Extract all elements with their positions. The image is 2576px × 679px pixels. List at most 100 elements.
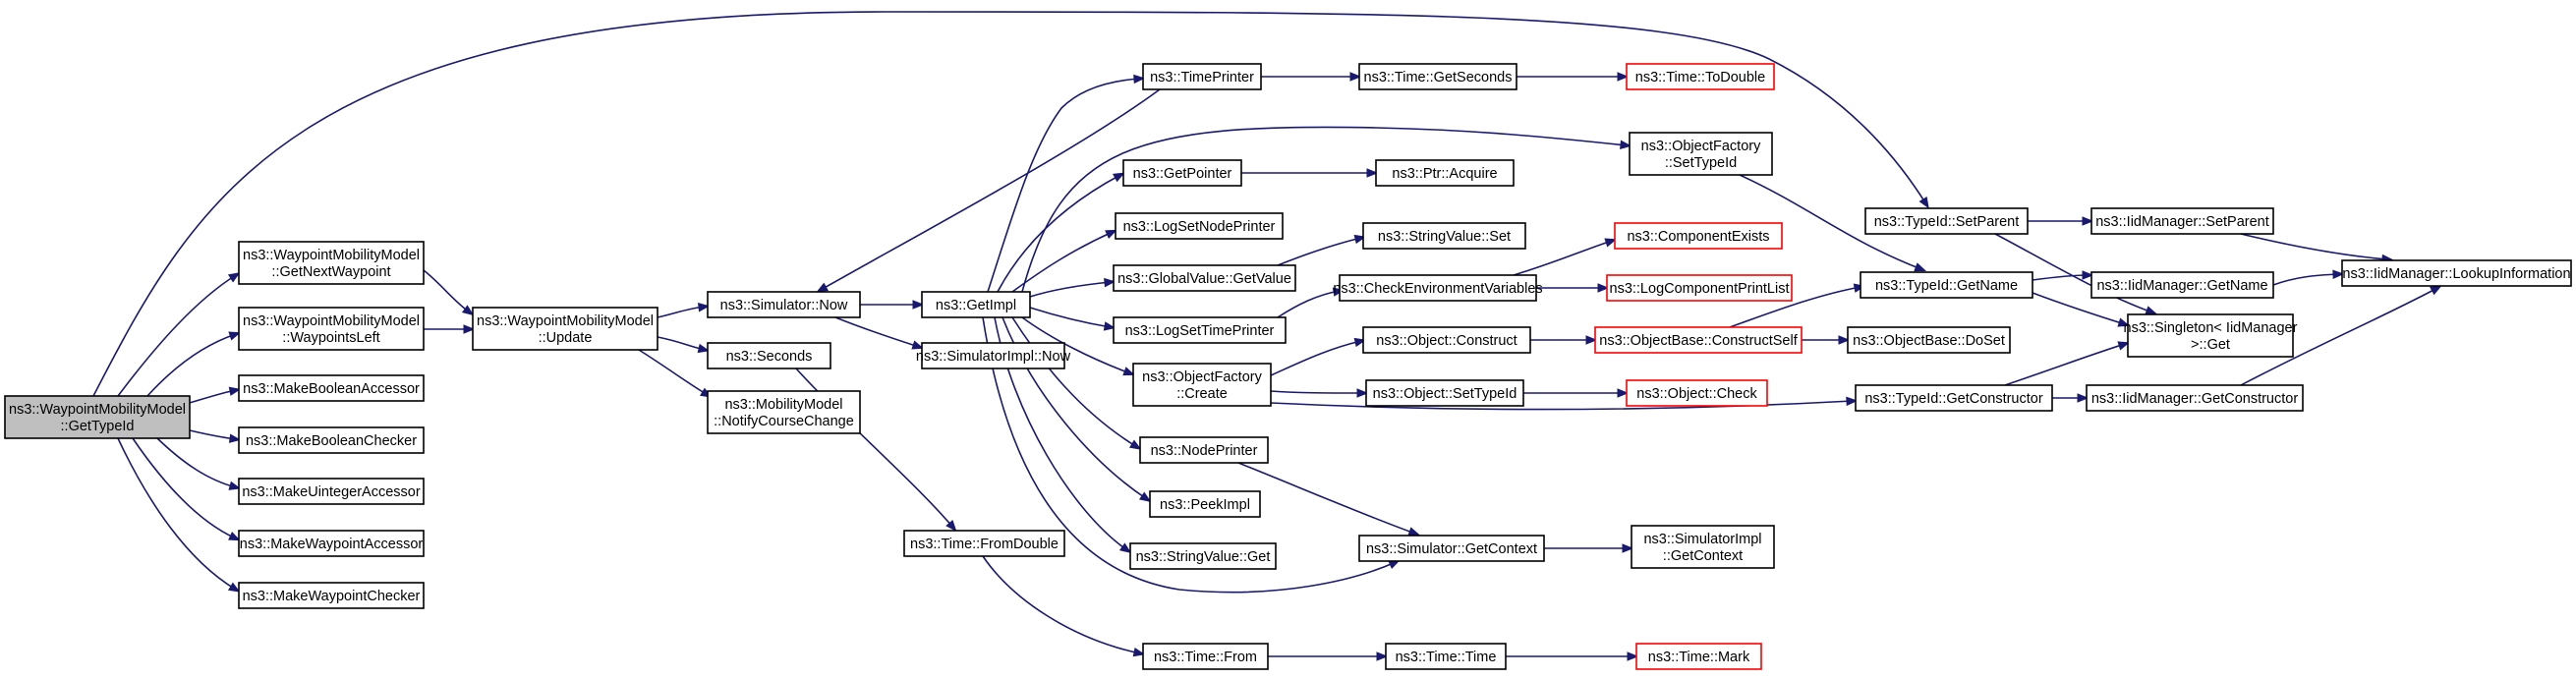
node-svget[interactable]: ns3::StringValue::Get — [1129, 542, 1277, 570]
arrowhead — [1627, 651, 1639, 661]
node-tidgetname[interactable]: ns3::TypeId::GetName — [1860, 271, 2033, 299]
node-nodeprinter[interactable]: ns3::NodePrinter — [1139, 436, 1269, 464]
node-iidsetparent[interactable]: ns3::IidManager::SetParent — [2090, 207, 2274, 235]
node-mkboolchk[interactable]: ns3::MakeBooleanChecker — [238, 426, 425, 454]
node-timemark[interactable]: ns3::Time::Mark — [1635, 643, 1762, 670]
node-box — [1855, 384, 2053, 412]
node-todouble[interactable]: ns3::Time::ToDouble — [1626, 63, 1775, 90]
node-box — [1358, 63, 1517, 90]
node-mkwpacc[interactable]: ns3::MakeWaypointAccessor — [238, 530, 425, 557]
node-ptracquire[interactable]: ns3::Ptr::Acquire — [1375, 159, 1515, 187]
node-iidgetname[interactable]: ns3::IidManager::GetName — [2090, 271, 2274, 299]
node-gvgetvalue[interactable]: ns3::GlobalValue::GetValue — [1113, 264, 1296, 292]
node-label: ns3::Time::ToDouble — [1635, 70, 1765, 85]
node-label: ns3::Time::Time — [1396, 650, 1497, 665]
node-obdoset[interactable]: ns3::ObjectBase::DoSet — [1847, 326, 2011, 354]
node-logcomplist[interactable]: ns3::LogComponentPrintList — [1606, 274, 1793, 302]
edge-getimpl-to-gvgetvalue — [1029, 277, 1116, 298]
arrowhead — [1133, 74, 1146, 85]
node-box — [1122, 159, 1242, 187]
node-getnextwp[interactable]: ns3::WaypointMobilityModel::GetNextWaypo… — [238, 241, 425, 285]
node-simimplgetctx[interactable]: ns3::SimulatorImpl::GetContext — [1631, 525, 1775, 569]
node-tidgetctor[interactable]: ns3::TypeId::GetConstructor — [1855, 384, 2053, 412]
node-box — [707, 390, 861, 434]
node-box — [1626, 63, 1775, 90]
node-label: ns3::ObjectBase::DoSet — [1853, 333, 2005, 349]
node-checkenv[interactable]: ns3::CheckEnvironmentVariables — [1333, 274, 1543, 302]
node-svset[interactable]: ns3::StringValue::Set — [1362, 222, 1526, 250]
edge-simnow-to-getimpl — [860, 300, 925, 310]
arrowhead — [1597, 283, 1610, 293]
edge-root-to-tidsetparent — [92, 11, 1929, 397]
node-tidsetparent[interactable]: ns3::TypeId::SetParent — [1864, 207, 2029, 235]
node-objsettypeid[interactable]: ns3::Object::SetTypeId — [1365, 379, 1524, 407]
node-compexists[interactable]: ns3::ComponentExists — [1614, 222, 1783, 250]
edge-getpointer-to-ptracquire — [1240, 168, 1379, 178]
node-mkuintacc[interactable]: ns3::MakeUintegerAccessor — [238, 478, 425, 505]
node-label: ns3::StringValue::Set — [1378, 229, 1511, 245]
arrowhead — [1622, 543, 1634, 553]
node-box — [1365, 379, 1524, 407]
node-iidgetctor[interactable]: ns3::IidManager::GetConstructor — [2086, 384, 2304, 412]
node-label: ns3::SimulatorImpl::Now — [916, 349, 1071, 365]
node-label: ns3::GlobalValue::GetValue — [1117, 271, 1291, 287]
node-label: ns3::PeekImpl — [1160, 497, 1250, 513]
node-notify[interactable]: ns3::MobilityModel::NotifyCourseChange — [707, 390, 861, 434]
node-box — [707, 342, 831, 369]
node-lognodeprinter[interactable]: ns3::LogSetNodePrinter — [1115, 212, 1284, 240]
node-box — [921, 342, 1065, 369]
node-label: ns3::Time::GetSeconds — [1364, 70, 1513, 85]
node-box — [238, 478, 425, 505]
node-label: ns3::TypeId::GetConstructor — [1864, 391, 2043, 407]
edge-root-to-mkboolacc — [189, 386, 242, 404]
node-logtimeprinter[interactable]: ns3::LogSetTimePrinter — [1113, 316, 1287, 344]
edge-root-to-mkuintacc — [156, 437, 242, 490]
node-simimplnow[interactable]: ns3::SimulatorImpl::Now — [916, 342, 1071, 369]
node-box — [1614, 222, 1783, 250]
node-singleton[interactable]: ns3::Singleton< IidManager >::Get — [2124, 313, 2298, 358]
node-label: ::NotifyCourseChange — [714, 414, 854, 429]
edge-getimpl-to-ofsettypeid — [1021, 126, 1632, 293]
node-getpointer[interactable]: ns3::GetPointer — [1122, 159, 1242, 187]
node-simgetctx[interactable]: ns3::Simulator::GetContext — [1358, 535, 1545, 562]
node-timeprinter[interactable]: ns3::TimePrinter — [1142, 63, 1262, 90]
node-box — [1142, 643, 1269, 670]
edge-timeprinter-to-getseconds — [1261, 72, 1362, 82]
node-fromdouble[interactable]: ns3::Time::FromDouble — [903, 530, 1065, 557]
node-objcheck[interactable]: ns3::Object::Check — [1626, 379, 1768, 407]
node-objconstruct[interactable]: ns3::Object::Construct — [1362, 326, 1531, 354]
arrowhead — [2082, 216, 2094, 226]
node-getseconds[interactable]: ns3::Time::GetSeconds — [1358, 63, 1517, 90]
edge-simnow-to-simimplnow — [834, 316, 925, 350]
node-timefrom[interactable]: ns3::Time::From — [1142, 643, 1269, 670]
node-box — [1339, 274, 1537, 302]
arrowhead — [2117, 341, 2131, 351]
node-wpleft[interactable]: ns3::WaypointMobilityModel::WaypointsLef… — [238, 307, 425, 351]
node-label: ::GetNextWaypoint — [271, 264, 390, 280]
arrowhead — [1914, 262, 1926, 272]
node-label: ns3::MakeWaypointAccessor — [240, 537, 424, 552]
node-lookupinfo[interactable]: ns3::IidManager::LookupInformation — [2341, 259, 2572, 287]
edge-root-to-mkwpacc — [132, 437, 241, 541]
node-ofcreate[interactable]: ns3::ObjectFactory::Create — [1132, 363, 1272, 407]
node-root[interactable]: ns3::WaypointMobilityModel::GetTypeId — [4, 395, 191, 439]
node-simnow[interactable]: ns3::Simulator::Now — [707, 291, 861, 318]
edge-ofcreate-to-objsettypeid — [1270, 388, 1369, 398]
node-obconstructself[interactable]: ns3::ObjectBase::ConstructSelf — [1594, 326, 1803, 354]
node-ofsettypeid[interactable]: ns3::ObjectFactory::SetTypeId — [1629, 132, 1773, 176]
edge-fromdouble-to-timefrom — [982, 555, 1146, 657]
arrowhead — [1132, 648, 1146, 657]
node-peekimpl[interactable]: ns3::PeekImpl — [1149, 490, 1261, 518]
node-update[interactable]: ns3::WaypointMobilityModel::Update — [472, 307, 658, 351]
node-label: ns3::MakeUintegerAccessor — [242, 484, 420, 500]
arrowhead — [228, 481, 242, 490]
node-timetime[interactable]: ns3::Time::Time — [1385, 643, 1507, 670]
arrowhead — [1620, 140, 1632, 150]
node-mkwpchk[interactable]: ns3::MakeWaypointChecker — [238, 582, 425, 609]
node-box — [1594, 326, 1803, 354]
node-mkboolacc[interactable]: ns3::MakeBooleanAccessor — [238, 374, 425, 402]
node-seconds[interactable]: ns3::Seconds — [707, 342, 831, 369]
node-getimpl[interactable]: ns3::GetImpl — [921, 291, 1031, 318]
edge-timeprinter-to-simnow — [816, 88, 1161, 293]
